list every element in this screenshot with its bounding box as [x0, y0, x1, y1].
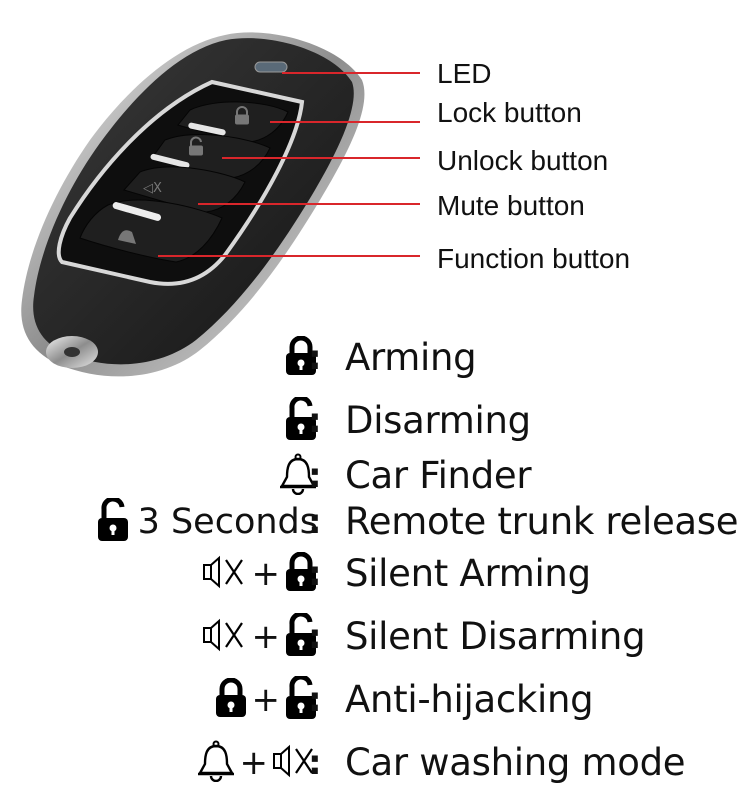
legend-description: Disarming [345, 399, 531, 442]
legend-colon: : [308, 338, 322, 378]
legend-row: : Car Finder [0, 448, 750, 504]
lock-icon [284, 336, 318, 380]
legend-row: 3 Seconds: Remote trunk release [0, 494, 750, 550]
svg-text:◁X: ◁X [143, 181, 162, 196]
legend-colon: : [308, 617, 322, 657]
legend-keys [278, 448, 318, 504]
callout-unlock-label: Unlock button [437, 145, 609, 176]
legend-description: Arming [345, 336, 477, 379]
callout-led-label: LED [437, 58, 492, 89]
callout-mute-label: Mute button [437, 190, 585, 221]
unlock-icon [284, 397, 318, 445]
legend-description: Anti-hijacking [345, 678, 594, 721]
key-fob-illustration: ◁X [21, 32, 420, 377]
legend-keys: + [202, 546, 319, 602]
legend-colon: : [308, 456, 322, 496]
legend-keys [284, 393, 318, 449]
unlock-button[interactable] [150, 134, 271, 179]
legend-keys: + [214, 672, 319, 728]
legend-keys: 3 Seconds [96, 494, 318, 550]
mute-icon [202, 555, 248, 593]
legend-colon: : [308, 680, 322, 720]
legend-description: Remote trunk release [345, 500, 739, 543]
legend-description: Silent Disarming [345, 615, 646, 658]
mute-icon [202, 618, 248, 656]
function-button[interactable] [79, 199, 223, 263]
legend-colon: : [308, 554, 322, 594]
plus-sign: + [251, 617, 281, 657]
legend-colon: : [308, 401, 322, 441]
legend-keys: + [202, 609, 319, 665]
callout-lines [158, 72, 420, 257]
legend-row: +: Silent Arming [0, 546, 750, 602]
unlock-icon [284, 613, 318, 661]
legend-description: Silent Arming [345, 552, 591, 595]
duration-label: 3 Seconds [137, 502, 318, 542]
bell-icon [196, 740, 236, 786]
lock-button[interactable] [177, 101, 289, 143]
unlock-icon [284, 676, 318, 724]
legend-colon: : [308, 502, 322, 542]
legend-row: +: Anti-hijacking [0, 672, 750, 728]
plus-sign: + [251, 554, 281, 594]
legend-description: Car washing mode [345, 741, 686, 784]
legend-keys: + [196, 735, 319, 791]
led-indicator [254, 61, 288, 73]
legend-row: : Arming [0, 330, 750, 386]
mute-icon [272, 744, 318, 782]
lock-icon [284, 552, 318, 596]
legend-row: +: Silent Disarming [0, 609, 750, 665]
legend-keys [284, 330, 318, 386]
plus-sign: + [251, 680, 281, 720]
unlock-icon [96, 498, 130, 546]
callout-function-label: Function button [437, 243, 631, 274]
legend-colon: : [308, 743, 322, 783]
legend-row: : Disarming [0, 393, 750, 449]
legend-row: +: Car washing mode [0, 735, 750, 791]
bell-icon [278, 453, 318, 499]
callout-lock-label: Lock button [437, 97, 582, 128]
legend-description: Car Finder [345, 454, 532, 497]
lock-icon [214, 678, 248, 722]
plus-sign: + [239, 743, 269, 783]
